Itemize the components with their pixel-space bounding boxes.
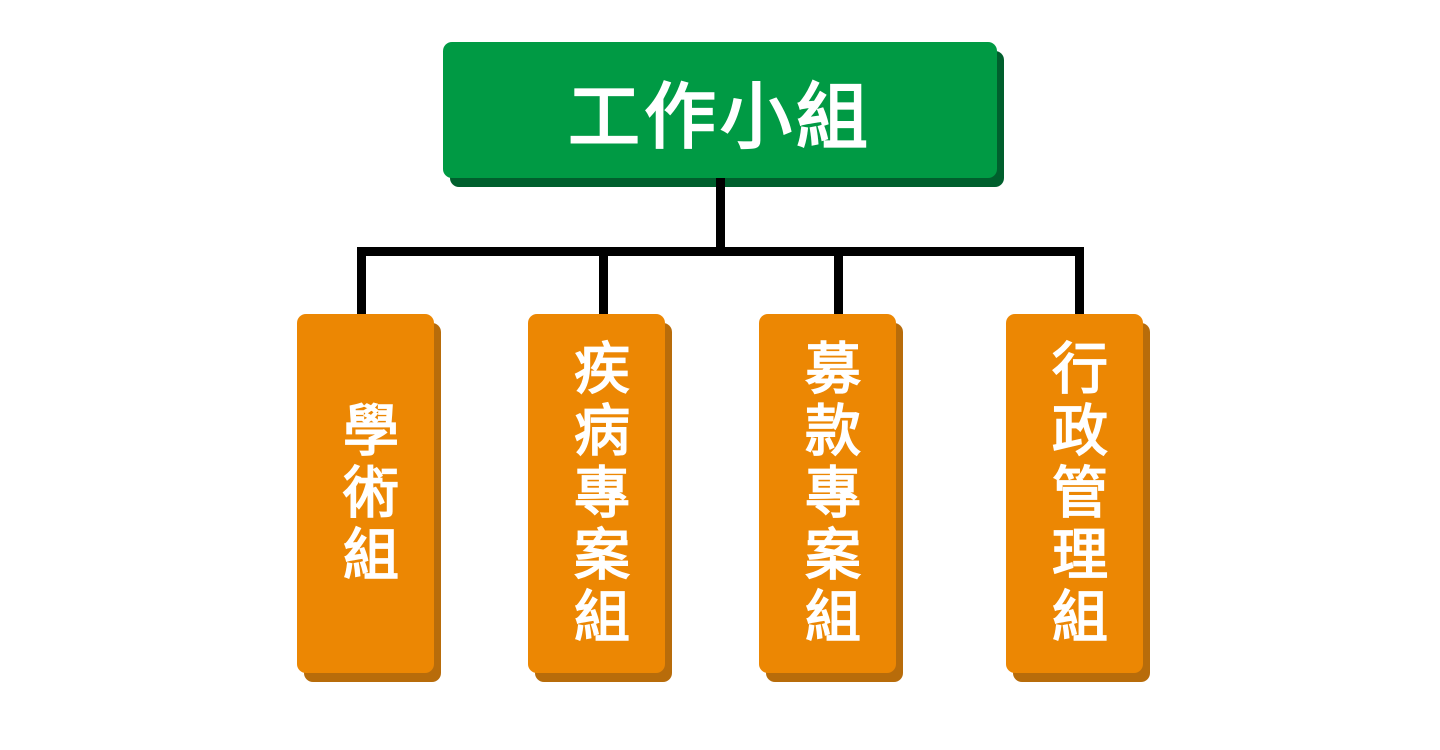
connector-child-3 (834, 247, 843, 315)
child-node-fundraising-project: 募款專案組 (759, 314, 896, 673)
child-node-administration: 行政管理組 (1006, 314, 1143, 673)
child-node-label: 疾病專案組 (564, 338, 630, 649)
root-node-label: 工作小組 (567, 74, 872, 159)
child-node-label: 行政管理組 (1042, 338, 1108, 649)
connector-child-4 (1075, 247, 1084, 315)
connector-horizontal (357, 247, 1084, 256)
child-node-academic: 學術組 (297, 314, 434, 673)
root-node: 工作小組 (443, 42, 997, 178)
child-node-label: 募款專案組 (795, 338, 861, 649)
child-node-label: 學術組 (333, 400, 399, 587)
child-node-disease-project: 疾病專案組 (528, 314, 665, 673)
connector-root-down (716, 178, 725, 256)
connector-child-2 (599, 247, 608, 315)
connector-child-1 (357, 247, 366, 315)
